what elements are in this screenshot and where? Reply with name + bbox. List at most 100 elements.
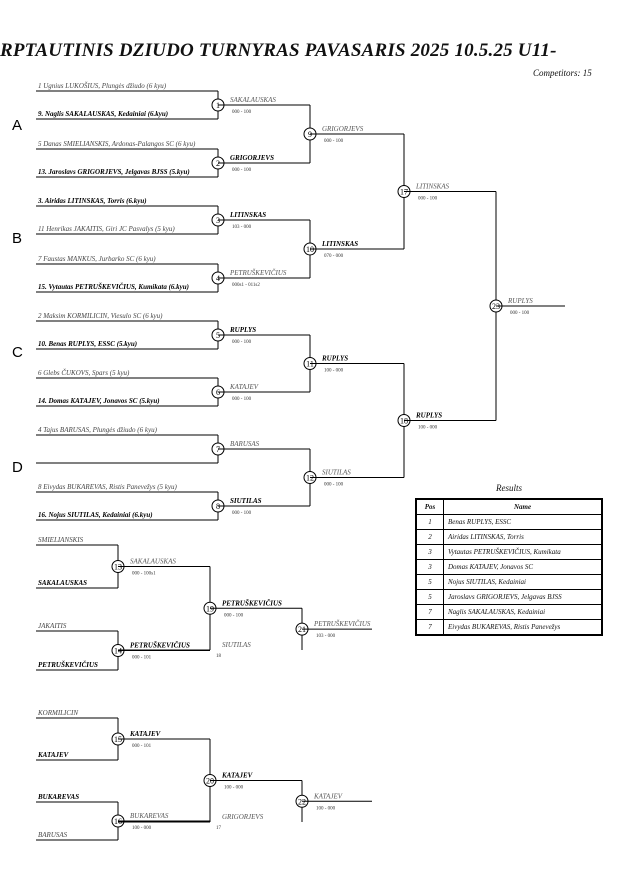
competitor-name: 1 Ugnius LUKOŠIUS, Plungės džiudo (6 kyu…	[38, 82, 167, 90]
match-score: 000 - 100	[418, 197, 438, 202]
result-name: Airidas LITINSKAS, Torris	[443, 529, 603, 545]
tournament-title: RPTAUTINIS DZIUDO TURNYRAS PAVASARIS 202…	[0, 40, 557, 61]
bronze-winner-name: KATAJEV	[313, 792, 343, 800]
match-score: 000 - 101	[132, 744, 152, 749]
match-winner-name: LITINSKAS	[415, 183, 450, 191]
match-score: 000 - 100	[232, 340, 252, 345]
result-name: Vytautas PETRUŠKEVIČIUS, Kumikata	[443, 544, 603, 560]
pool-label: B	[12, 230, 22, 247]
match-winner-name: RUPLYS	[415, 412, 442, 420]
results-header-name: Name	[443, 498, 603, 515]
match-score: 000 - 100	[324, 483, 344, 488]
match-winner-name: RUPLYS	[229, 326, 256, 334]
match-score: 000 - 100	[324, 139, 344, 144]
pool-label: D	[12, 459, 23, 476]
result-pos: 1	[415, 514, 444, 530]
competitor-name: 4 Tajus BARUSAS, Plungės džiudo (6 kyu)	[38, 426, 158, 434]
match-score: 100 - 000	[132, 826, 152, 831]
match-score: 000 - 101	[132, 656, 152, 661]
match-winner-name: LITINSKAS	[321, 240, 358, 248]
match-score: 103 - 000	[232, 225, 252, 230]
repechage-entrant: KORMILICIN	[37, 709, 78, 717]
bye-entrant: GRIGORJEVS	[222, 813, 264, 821]
result-name: Eivydas BUKAREVAS, Ristis Panevežys	[443, 619, 603, 636]
competitor-name: 9. Naglis SAKALAUSKAS, Kedainiai (6.kyu)	[38, 110, 168, 118]
competitor-name: 2 Maksim KORMILICIN, Viesulo SC (6 kyu)	[38, 312, 163, 320]
bronze-winner-name: PETRUŠKEVIČIUS	[313, 620, 371, 628]
competitor-name: 16. Nojus SIUTILAS, Kedainiai (6.kyu)	[38, 511, 153, 519]
competitor-name: 10. Benas RUPLYS, ESSC (5.kyu)	[38, 340, 137, 348]
match-score: 000 - 100s1	[132, 572, 156, 577]
match-winner-name: RUPLYS	[321, 355, 348, 363]
match-winner-name: GRIGORJEVS	[322, 125, 364, 133]
result-name: Naglis SAKALAUSKAS, Kedainiai	[443, 604, 603, 620]
match-score: 000 - 100	[224, 613, 244, 618]
result-pos: 2	[415, 529, 444, 545]
repechage-winner-name: SAKALAUSKAS	[130, 558, 176, 566]
repechage-winner-name: PETRUŠKEVIČIUS	[222, 599, 282, 607]
result-name: Jaroslavs GRIGORJEVS, Jelgavas BJSS	[443, 589, 603, 605]
competitor-name: 13. Jaroslavs GRIGORJEVS, Jelgavas BJSS …	[38, 168, 190, 176]
match-score: 000s1 - 011s2	[232, 283, 260, 288]
result-pos: 3	[415, 544, 444, 560]
match-winner-name: LITINSKAS	[229, 211, 266, 219]
match-score: 103 - 000	[316, 634, 336, 639]
repechage-entrant: BUKAREVAS	[37, 793, 79, 801]
match-score: 100 - 000	[418, 426, 438, 431]
result-pos: 3	[415, 559, 444, 575]
results-header-pos: Pos	[415, 498, 444, 515]
match-winner-name: KATAJEV	[229, 383, 259, 391]
results-title: Results	[496, 483, 522, 493]
match-score: 000 - 100	[232, 511, 252, 516]
competitor-name: 7 Faustas MANKUS, Jurbarko SC (6 kyu)	[38, 255, 156, 263]
competitor-name: 3. Airidas LITINSKAS, Torris (6.kyu)	[37, 197, 147, 205]
result-name: Nojus SIUTILAS, Kedainiai	[443, 574, 603, 590]
bye-entrant: SIUTILAS	[222, 641, 251, 649]
repechage-entrant: SAKALAUSKAS	[38, 579, 87, 587]
pool-label: C	[12, 344, 23, 361]
bye-source-match: 18	[216, 654, 222, 659]
result-pos: 7	[415, 619, 444, 636]
match-score: 100 - 000	[316, 806, 336, 811]
results-header-row: Pos Name	[415, 498, 603, 515]
match-winner-name: PETRUŠKEVIČIUS	[229, 269, 287, 277]
repechage-entrant: PETRUŠKEVIČIUS	[38, 661, 98, 669]
competitor-name: 8 Eivydas BUKAREVAS, Ristis Panevežys (5…	[38, 483, 178, 491]
repechage-entrant: BARUSAS	[38, 831, 68, 839]
match-score: 000 - 100	[232, 397, 252, 402]
repechage-entrant: JAKAITIS	[38, 622, 67, 630]
match-winner-name: SAKALAUSKAS	[230, 96, 276, 104]
repechage-entrant: SMIELIANSKIS	[38, 536, 84, 544]
result-pos: 5	[415, 589, 444, 605]
match-score: 000 - 100	[232, 168, 252, 173]
result-name: Domas KATAJEV, Jonavos SC	[443, 559, 603, 575]
final-winner-name: RUPLYS	[507, 297, 533, 305]
match-score: 100 - 000	[324, 369, 344, 374]
match-winner-name: SIUTILAS	[230, 497, 262, 505]
competitor-name: 15. Vytautas PETRUŠKEVIČIUS, Kumikata (6…	[38, 283, 189, 291]
result-pos: 5	[415, 574, 444, 590]
match-score: 070 - 000	[324, 254, 344, 259]
result-pos: 7	[415, 604, 444, 620]
competitor-name: 14. Domas KATAJEV, Jonavos SC (5.kyu)	[38, 397, 160, 405]
match-winner-name: GRIGORJEVS	[230, 154, 274, 162]
repechage-winner-name: KATAJEV	[221, 772, 254, 780]
competitors-count: Competitors: 15	[533, 68, 592, 78]
competitor-name: 5 Danas SMIELIANSKIS, Ardonas-Palangos S…	[38, 140, 196, 148]
repechage-entrant: KATAJEV	[37, 751, 70, 759]
match-score: 000 - 100	[232, 110, 252, 115]
repechage-winner-name: KATAJEV	[129, 730, 162, 738]
competitor-name: 11 Henrikas JAKAITIS, Giri JC Pasvalys (…	[38, 225, 175, 233]
match-winner-name: SIUTILAS	[322, 469, 351, 477]
match-winner-name: BARUSAS	[230, 440, 260, 448]
result-name: Benas RUPLYS, ESSC	[443, 514, 603, 530]
